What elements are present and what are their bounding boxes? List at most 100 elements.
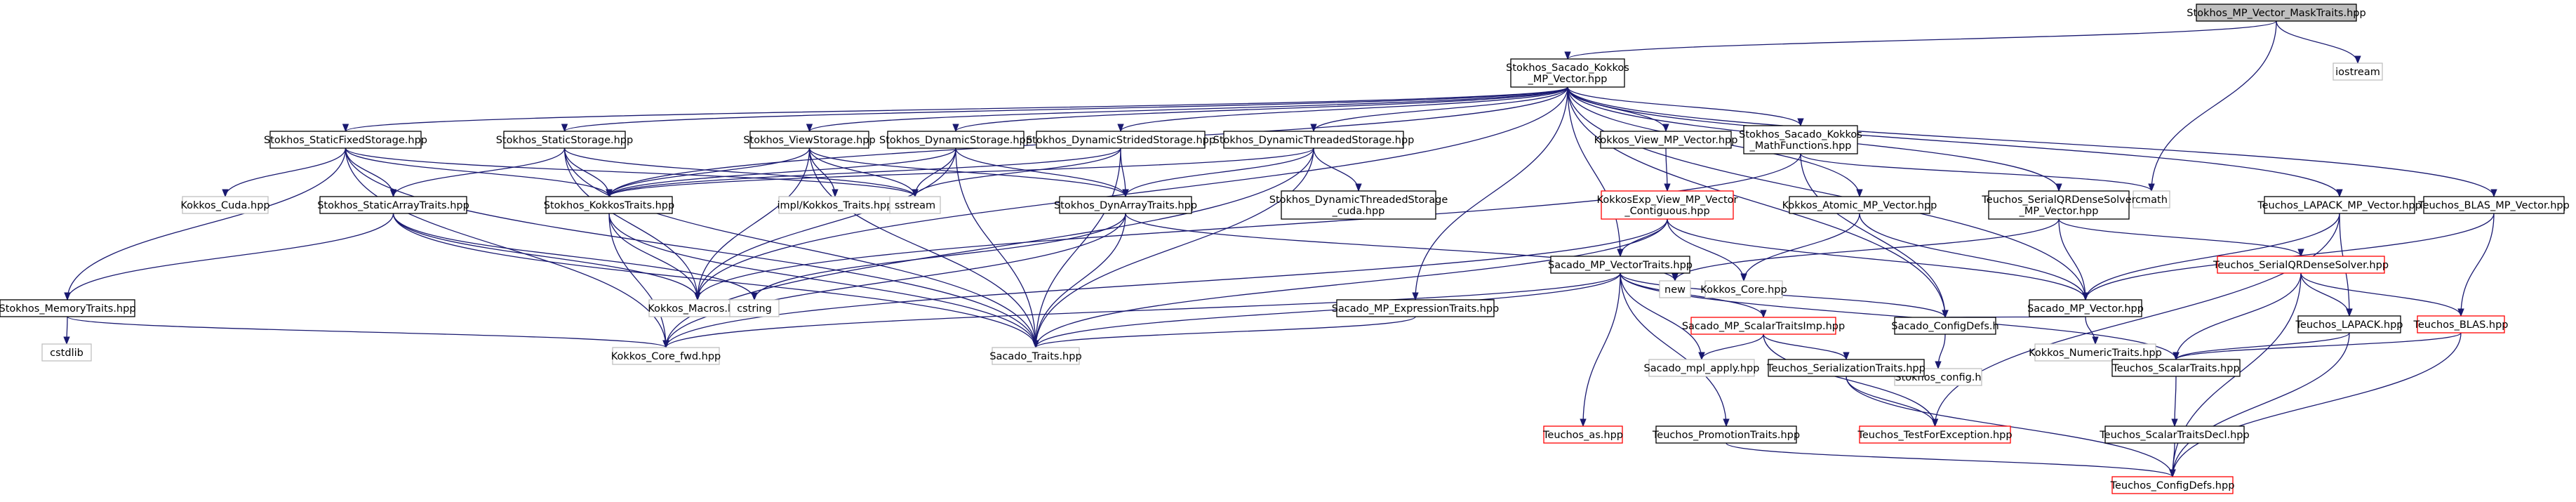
node-teuchos-serializationtraits[interactable]: Teuchos_SerializationTraits.hpp bbox=[1766, 359, 1926, 377]
node-static-fixed-storage[interactable]: Stokhos_StaticFixedStorage.hpp bbox=[264, 131, 427, 149]
node-teuchos-promotiontraits[interactable]: Teuchos_PromotionTraits.hpp bbox=[1652, 425, 1800, 444]
edge-static-storage-to-static-array-traits bbox=[389, 147, 566, 198]
edge-dynamic-storage-to-kokkos-macros bbox=[694, 147, 956, 301]
node-sacado-mp-vector[interactable]: Sacado_MP_Vector.hpp bbox=[2027, 299, 2144, 317]
node-sacado-mp-expressiontraits[interactable]: Sacado_MP_ExpressionTraits.hpp bbox=[1332, 299, 1500, 317]
node-box bbox=[1600, 131, 1732, 149]
node-box bbox=[2111, 476, 2234, 494]
node-label: Teuchos_BLAS.hpp bbox=[2413, 319, 2508, 331]
node-kokkos-view-mp-vector[interactable]: Kokkos_View_MP_Vector.hpp bbox=[1594, 131, 1738, 149]
node-teuchos-serialqr[interactable]: Teuchos_SerialQRDenseSolver_MP_Vector.hp… bbox=[1981, 190, 2136, 220]
node-box bbox=[2029, 299, 2142, 317]
node-sacado-configdefs[interactable]: Sacado_ConfigDefs.h bbox=[1891, 317, 1999, 335]
node-label: Teuchos_ScalarTraitsDecl.hpp bbox=[2099, 430, 2249, 441]
node-sacado-mp-vectortraits[interactable]: Sacado_MP_VectorTraits.hpp bbox=[1548, 256, 1693, 274]
edge-dynamic-threaded-storage-to-dyn-array-traits bbox=[1122, 147, 1314, 198]
edge-static-storage-to-kokkos-traits bbox=[563, 147, 613, 198]
node-static-storage[interactable]: Stokhos_StaticStorage.hpp bbox=[496, 131, 633, 149]
node-root[interactable]: Stokhos_MP_Vector_MaskTraits.hpp bbox=[2187, 4, 2366, 22]
node-box bbox=[992, 347, 1080, 365]
node-box bbox=[1601, 190, 1734, 220]
node-label: Stokhos_KokkosTraits.hpp bbox=[544, 200, 674, 211]
node-teuchos-testforexception[interactable]: Teuchos_TestForException.hpp bbox=[1857, 425, 2013, 444]
node-box bbox=[1036, 131, 1206, 149]
node-dynamic-threaded-storage[interactable]: Stokhos_DynamicThreadedStorage.hpp bbox=[1213, 131, 1415, 149]
node-kokkos-cuda: Kokkos_Cuda.hpp bbox=[180, 196, 270, 214]
node-dynamic-strided-storage[interactable]: Stokhos_DynamicStridedStorage.hpp bbox=[1026, 131, 1215, 149]
edge-sacado-mp-vectortraits-to-teuchos-as bbox=[1580, 272, 1621, 428]
node-box bbox=[1550, 256, 1690, 274]
node-dyn-array-traits[interactable]: Stokhos_DynArrayTraits.hpp bbox=[1054, 196, 1197, 214]
node-cstdlib: cstdlib bbox=[41, 343, 92, 362]
node-label: Teuchos_as.hpp bbox=[1542, 430, 1623, 441]
node-dynamic-threaded-storage-cuda[interactable]: Stokhos_DynamicThreadedStorage_cuda.hpp bbox=[1269, 190, 1448, 220]
node-teuchos-as[interactable]: Teuchos_as.hpp bbox=[1542, 425, 1623, 444]
node-teuchos-scalartraitsdecl[interactable]: Teuchos_ScalarTraitsDecl.hpp bbox=[2099, 425, 2250, 444]
node-label: Teuchos_LAPACK.hpp bbox=[2295, 319, 2403, 331]
edge-teuchos-lapack-to-teuchos-scalartraits bbox=[2173, 332, 2350, 361]
edge-kokkos-traits-to-kokkos-macros bbox=[608, 213, 701, 301]
node-box bbox=[1281, 190, 1436, 220]
node-kokkosexp-view-mp-vector-contiguous[interactable]: KokkosExp_View_MP_Vector_Contiguous.hpp bbox=[1597, 190, 1738, 220]
node-label: KokkosExp_View_MP_Vector bbox=[1597, 194, 1738, 206]
node-label: cstring bbox=[737, 303, 772, 315]
node-box bbox=[1768, 359, 1925, 377]
edge-dyn-array-traits-to-kokkos-core-fwd bbox=[662, 213, 1126, 349]
node-label: Stokhos_Sacado_Kokkos bbox=[1739, 129, 1862, 140]
node-sacado-kokkos-mp-vector[interactable]: Stokhos_Sacado_Kokkos_MP_Vector.hpp bbox=[1506, 58, 1629, 88]
node-teuchos-scalartraits[interactable]: Teuchos_ScalarTraits.hpp bbox=[2111, 359, 2241, 377]
edge-sacado-mp-vectortraits-to-teuchos-promotiontraits bbox=[1620, 272, 1730, 428]
node-teuchos-lapack[interactable]: Teuchos_LAPACK.hpp bbox=[2295, 315, 2403, 333]
node-box bbox=[889, 196, 941, 214]
node-box bbox=[1059, 196, 1192, 214]
node-kokkos-traits[interactable]: Stokhos_KokkosTraits.hpp bbox=[544, 196, 674, 214]
node-label: _Contiguous.hpp bbox=[1624, 206, 1709, 217]
node-box bbox=[1543, 425, 1623, 444]
node-box bbox=[1894, 317, 1996, 335]
node-sacado-mp-scalartraitsimp[interactable]: Sacado_MP_ScalarTraitsImp.hpp bbox=[1682, 317, 1845, 335]
edge-memory-traits-to-kokkos-core-fwd bbox=[67, 316, 669, 349]
edge-kokkosexp-view-mp-vector-contiguous-to-sacado-mp-vector bbox=[1667, 218, 2089, 301]
node-teuchos-configdefs[interactable]: Teuchos_ConfigDefs.hpp bbox=[2110, 476, 2235, 494]
node-label: Sacado_Traits.hpp bbox=[989, 351, 1081, 362]
node-box bbox=[887, 131, 1025, 149]
node-teuchos-blas[interactable]: Teuchos_BLAS.hpp bbox=[2413, 315, 2509, 333]
node-label: Stokhos_StaticStorage.hpp bbox=[496, 135, 633, 146]
edge-sacado-kokkos-mp-vector-to-sacado-mp-expressiontraits bbox=[1412, 86, 1568, 301]
edge-kokkos-traits-to-kokkos-core-fwd bbox=[608, 213, 669, 349]
edge-kokkos-atomic-mp-vector-to-sacado-mp-vector bbox=[1859, 213, 2089, 301]
node-teuchos-lapack-mp-vector[interactable]: Teuchos_LAPACK_MP_Vector.hpp bbox=[2257, 196, 2422, 214]
node-label: Kokkos_Macros.hpp bbox=[648, 303, 747, 315]
node-label: Kokkos_Cuda.hpp bbox=[180, 200, 269, 211]
node-label: Sacado_mpl_apply.hpp bbox=[1644, 363, 1760, 374]
node-label: _cuda.hpp bbox=[1332, 206, 1385, 217]
edge-dyn-array-traits-to-sacado-traits bbox=[1032, 213, 1126, 349]
node-memory-traits[interactable]: Stokhos_MemoryTraits.hpp bbox=[0, 299, 136, 317]
edge-sacado-kokkos-mp-vector-to-sacado-mp-vector bbox=[1567, 86, 2089, 301]
node-sacado-kokkos-mathfunctions[interactable]: Stokhos_Sacado_Kokkos_MathFunctions.hpp bbox=[1739, 125, 1862, 154]
edge-teuchos-blas-to-teuchos-scalartraits bbox=[2173, 332, 2462, 361]
node-label: Stokhos_DynArrayTraits.hpp bbox=[1054, 200, 1197, 211]
edge-root-to-cmath bbox=[2148, 20, 2277, 192]
node-label: Stokhos_MemoryTraits.hpp bbox=[0, 303, 136, 315]
edge-kokkosexp-view-mp-vector-contiguous-to-sacado-traits bbox=[1032, 218, 1668, 349]
edge-root-to-iostream bbox=[2276, 20, 2361, 65]
node-teuchos-serialdensesolver[interactable]: Teuchos_SerialQRDenseSolver.hpp bbox=[2213, 256, 2389, 274]
edge-sacado-kokkos-mp-vector-to-sacado-mp-vectortraits bbox=[1567, 86, 1624, 258]
edge-sacado-kokkos-mp-vector-to-dynamic-strided-storage bbox=[1117, 86, 1568, 133]
edge-sacado-mp-scalartraitsimp-to-teuchos-testforexception bbox=[1763, 333, 1939, 428]
node-label: Kokkos_Atomic_MP_Vector.hpp bbox=[1782, 200, 1937, 211]
node-dynamic-storage[interactable]: Stokhos_DynamicStorage.hpp bbox=[879, 131, 1032, 149]
node-label: Teuchos_BLAS_MP_Vector.hpp bbox=[2417, 200, 2570, 211]
node-static-array-traits[interactable]: Stokhos_StaticArrayTraits.hpp bbox=[317, 196, 469, 214]
node-label: Sacado_MP_Vector.hpp bbox=[2027, 303, 2144, 315]
node-box bbox=[1859, 425, 2011, 444]
node-view-storage[interactable]: Stokhos_ViewStorage.hpp bbox=[743, 131, 876, 149]
node-teuchos-blas-mp-vector[interactable]: Teuchos_BLAS_MP_Vector.hpp bbox=[2417, 196, 2570, 214]
node-box bbox=[1789, 196, 1930, 214]
node-box bbox=[2104, 425, 2245, 444]
node-kokkos-atomic-mp-vector[interactable]: Kokkos_Atomic_MP_Vector.hpp bbox=[1782, 196, 1937, 214]
edge-teuchos-serialqr-to-new bbox=[1671, 218, 2060, 282]
edge-sacado-kokkos-mp-vector-to-dynamic-threaded-storage bbox=[1310, 86, 1568, 133]
edge-view-storage-to-kokkos-macros bbox=[694, 147, 810, 301]
